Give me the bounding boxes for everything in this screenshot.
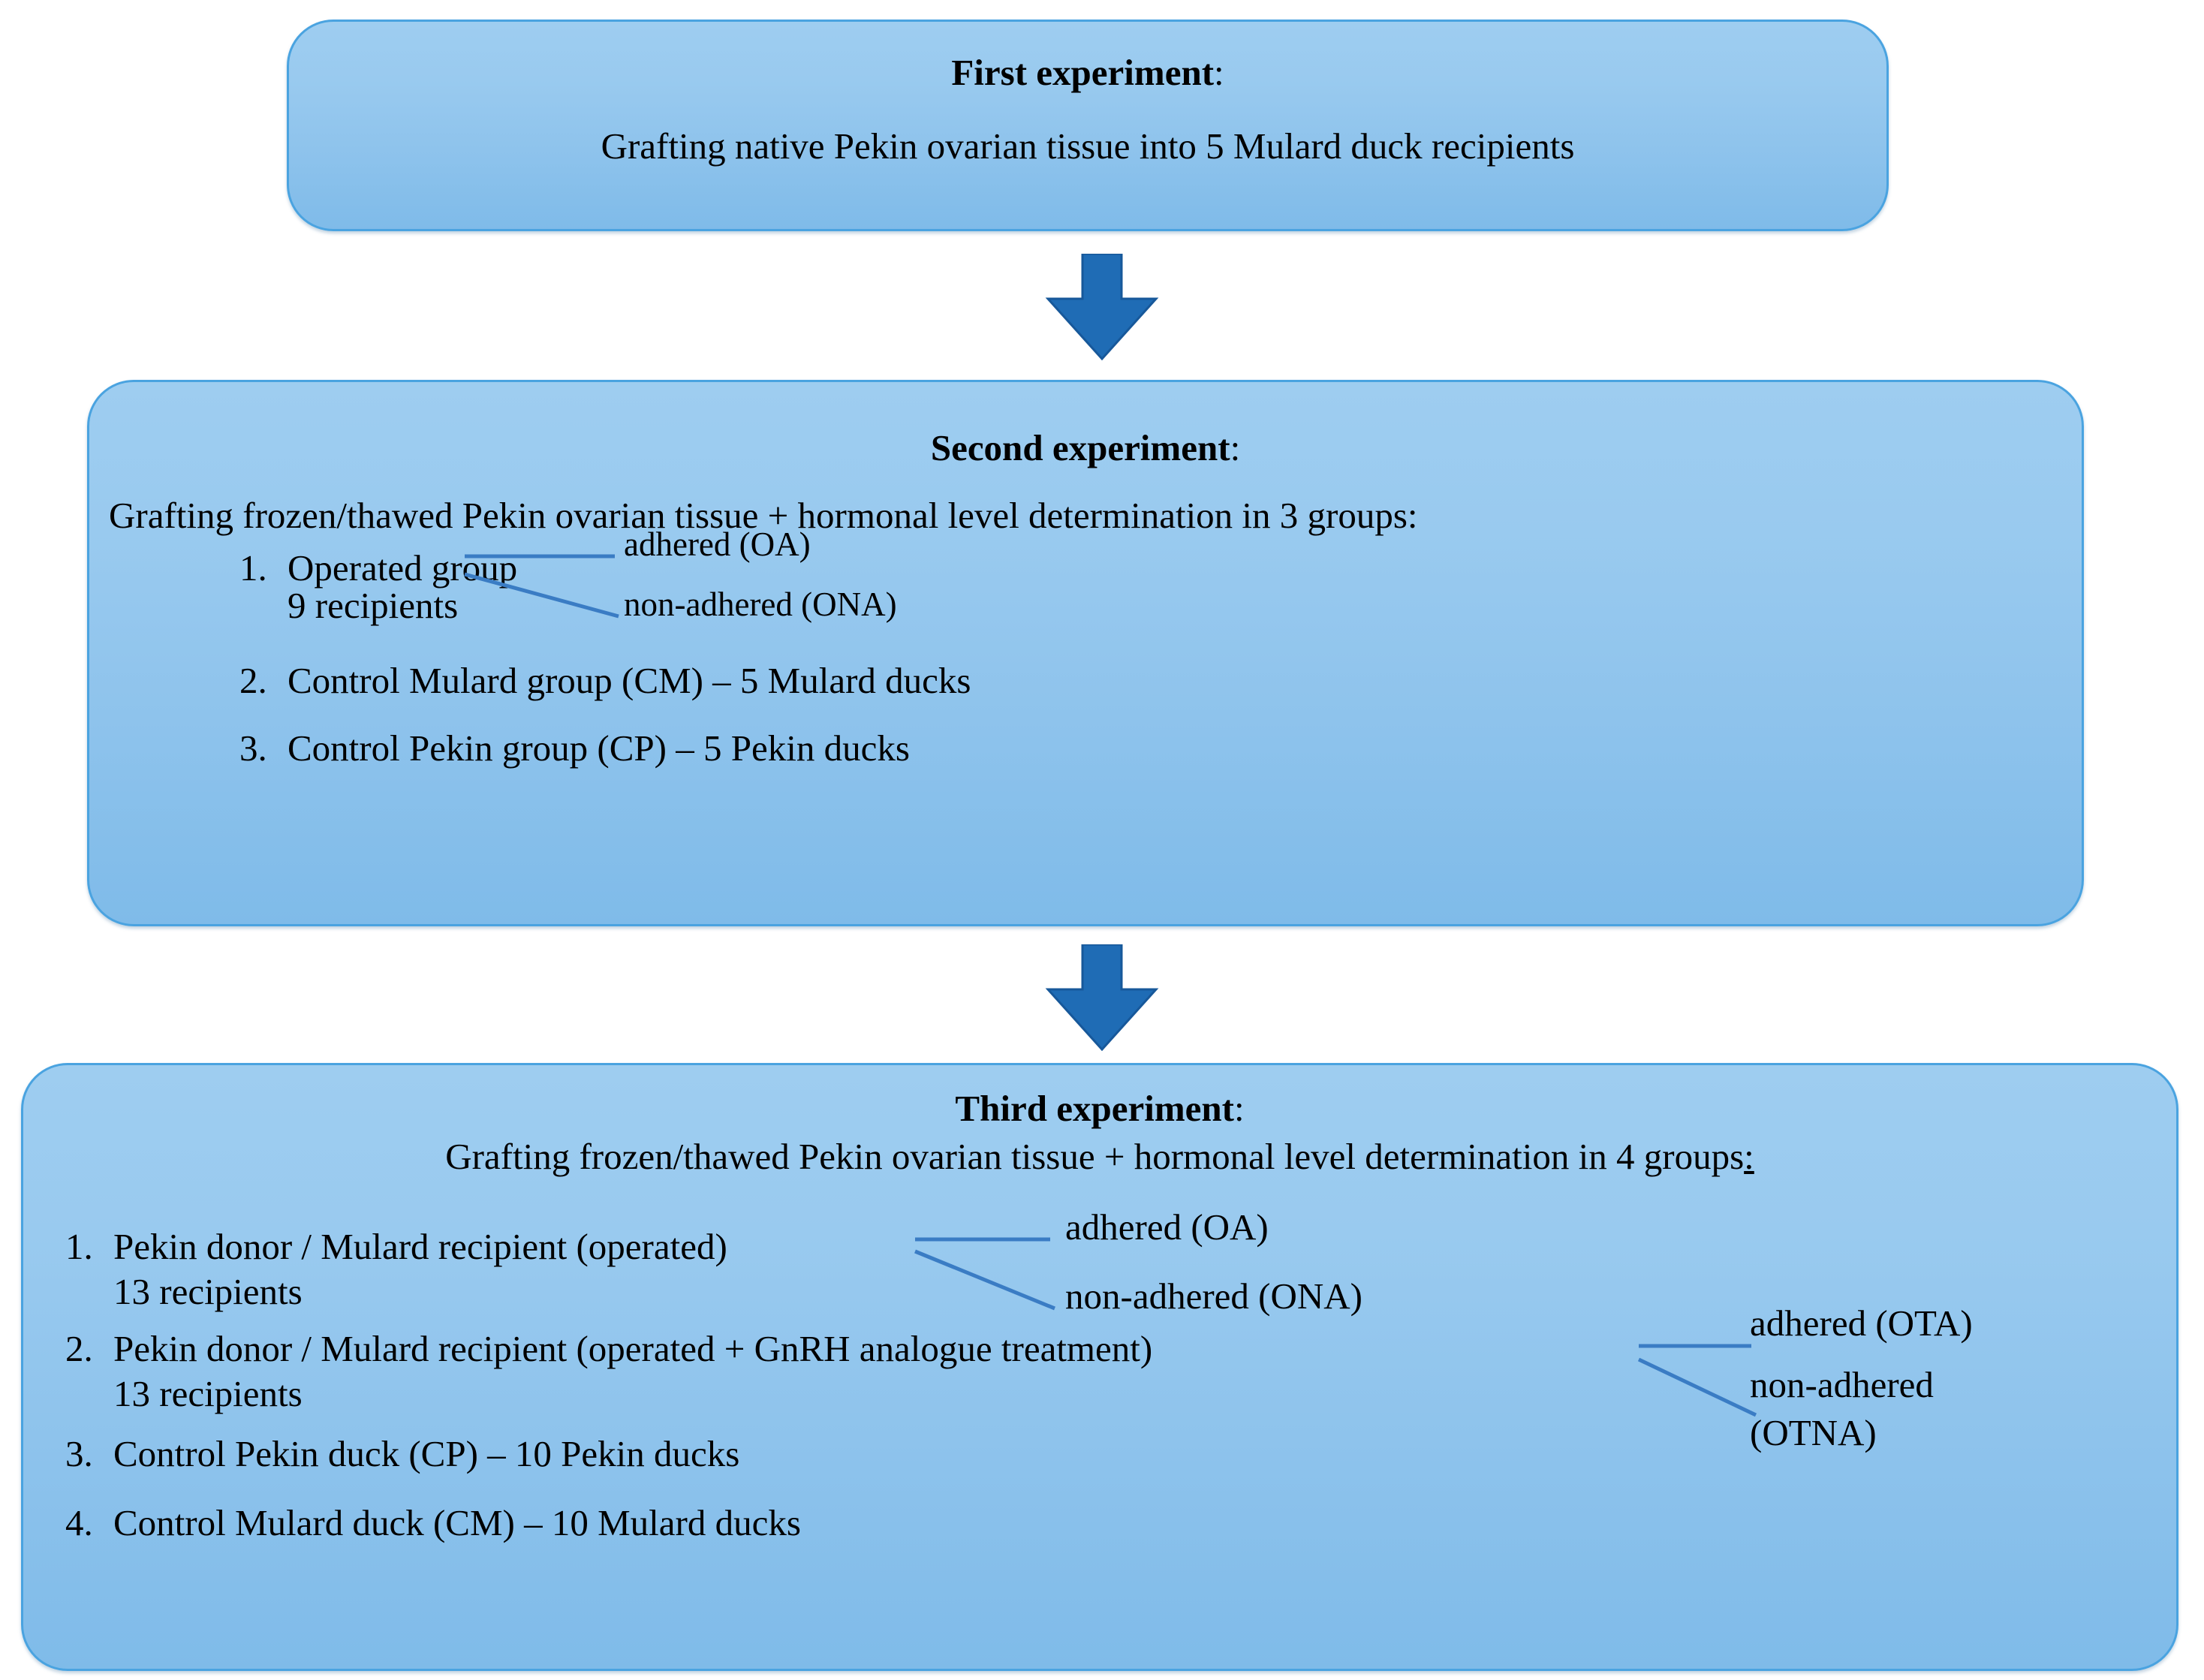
third-experiment-title-colon: :: [1233, 1088, 1245, 1129]
third-experiment-list-item-1-subtext: 13 recipients: [113, 1271, 303, 1312]
list-number: 2.: [65, 1328, 93, 1369]
list-number: 1.: [239, 547, 267, 589]
first-experiment-line: Grafting native Pekin ovarian tissue int…: [601, 125, 1575, 167]
list-text: Control Mulard duck (CM) – 10 Mulard duc…: [113, 1502, 801, 1543]
down-arrow-icon-second-to-third: [1045, 944, 1159, 1051]
second-experiment-list-item-2: 2. Control Mulard group (CM) – 5 Mulard …: [239, 661, 971, 700]
list-number: 4.: [65, 1502, 93, 1543]
list-number: 1.: [65, 1226, 93, 1267]
third-experiment-branch-adhered-ota: adhered (OTA): [1750, 1302, 1973, 1344]
list-number: 3.: [65, 1433, 93, 1474]
third-experiment-title: Third experiment:: [23, 1089, 2176, 1128]
first-experiment-title: First experiment:: [289, 53, 1886, 92]
third-experiment-intro-text: Grafting frozen/thawed Pekin ovarian tis…: [445, 1136, 1745, 1177]
third-experiment-branch-adhered-oa: adhered (OA): [1065, 1206, 1269, 1248]
second-experiment-list-item-3: 3. Control Pekin group (CP) – 5 Pekin du…: [239, 727, 910, 769]
second-experiment-title-text: Second experiment: [930, 427, 1230, 468]
down-arrow-icon-first-to-second: [1045, 254, 1159, 360]
third-experiment-branch-otna-code: (OTNA): [1750, 1412, 1877, 1453]
second-experiment-branch-non-adhered: non-adhered (ONA): [624, 586, 897, 623]
third-experiment-intro-colon: :: [1744, 1136, 1754, 1177]
first-experiment-title-colon: :: [1214, 52, 1224, 93]
list-text: Pekin donor / Mulard recipient (operated…: [113, 1328, 1153, 1369]
second-experiment-title-colon: :: [1230, 427, 1241, 468]
third-experiment-list-item-2-subtext: 13 recipients: [113, 1373, 303, 1414]
second-experiment-branch-adhered: adhered (OA): [624, 525, 811, 563]
second-experiment-list-item-1-subtext: 9 recipients: [288, 585, 459, 626]
list-text: Control Pekin group (CP) – 5 Pekin ducks: [288, 727, 910, 769]
second-experiment-box: Second experiment: Grafting frozen/thawe…: [87, 380, 2084, 926]
list-number: 2.: [239, 660, 267, 701]
third-experiment-list-item-1: 1. Pekin donor / Mulard recipient (opera…: [65, 1227, 727, 1266]
second-experiment-title: Second experiment:: [89, 429, 2082, 467]
first-experiment-box: First experiment: Grafting native Pekin …: [287, 20, 1889, 231]
third-experiment-intro: Grafting frozen/thawed Pekin ovarian tis…: [23, 1137, 2176, 1176]
third-experiment-list-item-2: 2. Pekin donor / Mulard recipient (opera…: [65, 1329, 1152, 1368]
second-experiment-intro: Grafting frozen/thawed Pekin ovarian tis…: [109, 495, 1418, 536]
first-experiment-title-text: First experiment: [951, 52, 1215, 93]
list-number: 3.: [239, 727, 267, 769]
third-experiment-list-item-4: 4. Control Mulard duck (CM) – 10 Mulard …: [65, 1502, 801, 1543]
third-experiment-branch-non-adhered-otna: non-adhered: [1750, 1364, 1934, 1405]
second-experiment-list-item-1: 1. Operated group: [239, 547, 517, 589]
third-experiment-title-text: Third experiment: [955, 1088, 1234, 1129]
list-text: Control Pekin duck (CP) – 10 Pekin ducks: [113, 1433, 740, 1474]
list-text: Pekin donor / Mulard recipient (operated…: [113, 1226, 727, 1267]
third-experiment-box: Third experiment: Grafting frozen/thawed…: [21, 1063, 2178, 1671]
third-experiment-branch-non-adhered-ona: non-adhered (ONA): [1065, 1275, 1362, 1317]
leader-lines-second-item-1: [464, 554, 619, 619]
list-text: Control Mulard group (CM) – 5 Mulard duc…: [288, 660, 971, 701]
third-experiment-list-item-3: 3. Control Pekin duck (CP) – 10 Pekin du…: [65, 1433, 740, 1474]
leader-lines-third-item-2: [1637, 1344, 1757, 1417]
leader-lines-third-item-1: [914, 1237, 1055, 1311]
